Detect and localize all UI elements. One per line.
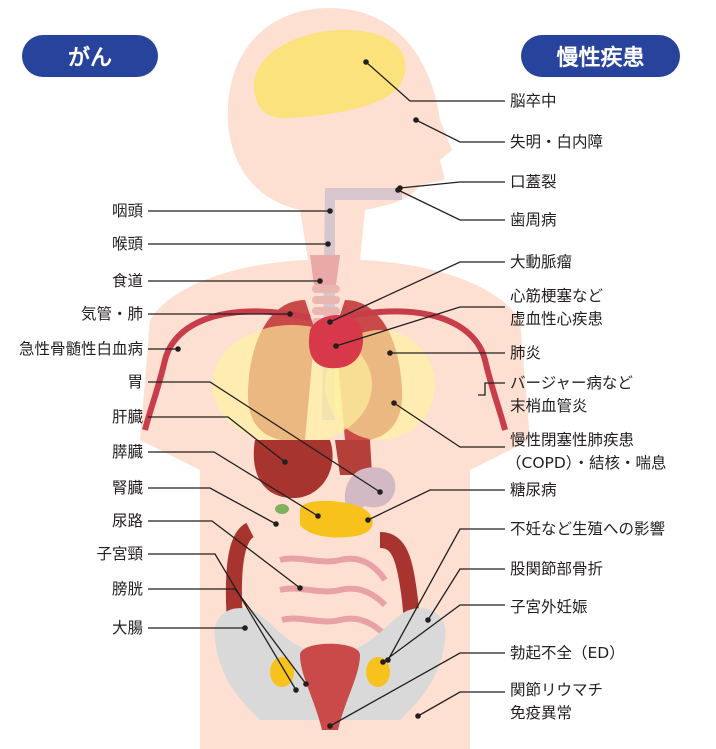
leader-dot — [380, 659, 386, 665]
leader-dot — [327, 208, 333, 214]
label-rheumatoid-arthritis: 関節リウマチ — [510, 680, 603, 700]
label-infertility: 不妊など生殖への影響 — [510, 519, 665, 539]
label-pharynx: 咽頭 — [112, 201, 143, 221]
label-peripheral-vasculitis: 末梢血管炎 — [510, 396, 588, 416]
leader-dot — [327, 723, 333, 729]
leader-dot — [273, 521, 279, 527]
leader-line — [394, 403, 505, 447]
leader-line — [478, 383, 505, 395]
leader-dot — [391, 400, 397, 406]
leader-line — [148, 382, 380, 492]
leader-dot — [297, 585, 303, 591]
label-bladder: 膀胱 — [112, 579, 143, 599]
leader-line — [368, 490, 505, 520]
leader-dot — [363, 59, 369, 65]
leader-dot — [333, 343, 339, 349]
leader-dot — [325, 241, 331, 247]
label-liver: 肝臓 — [112, 407, 143, 427]
label-hip-fracture: 股関節部骨折 — [510, 559, 603, 579]
label-pneumonia: 肺炎 — [510, 343, 541, 363]
leader-dot — [387, 350, 393, 356]
leader-dot — [175, 346, 181, 352]
label-copd-detail: （COPD）・結核・喘息 — [506, 453, 667, 473]
label-colon: 大腸 — [112, 618, 143, 638]
leader-dot — [315, 513, 321, 519]
leader-dot — [282, 459, 288, 465]
leader-line — [148, 554, 296, 690]
leader-dot — [415, 713, 421, 719]
leader-line — [148, 452, 318, 516]
label-urinary-tract: 尿路 — [112, 511, 143, 531]
label-myocardial-infarction: 心筋梗塞など — [510, 286, 603, 306]
leader-dot — [317, 278, 323, 284]
leader-dot — [395, 187, 401, 193]
leader-dot — [242, 625, 248, 631]
label-trachea-lung: 気管・肺 — [81, 304, 143, 324]
leader-dot — [413, 117, 419, 123]
leader-dot — [377, 489, 383, 495]
label-immune-disorder: 免疫異常 — [510, 703, 572, 723]
label-stroke: 脳卒中 — [510, 91, 557, 111]
label-blindness-cataract: 失明・白内障 — [510, 132, 603, 152]
leader-dot — [287, 311, 293, 317]
leader-line — [366, 62, 505, 101]
label-leukemia: 急性骨髄性白血病 — [19, 339, 143, 359]
leader-dot — [293, 687, 299, 693]
label-cleft-palate: 口蓋裂 — [510, 172, 557, 192]
leader-line — [336, 307, 505, 346]
label-buerger-disease: バージャー病など — [510, 373, 633, 393]
leader-line — [418, 692, 505, 716]
leader-line — [388, 529, 505, 660]
label-ectopic-pregnancy: 子宮外妊娠 — [510, 597, 588, 617]
label-cervix: 子宮頸 — [96, 544, 143, 564]
leader-line — [148, 488, 276, 524]
label-copd: 慢性閉塞性肺疾患 — [510, 430, 634, 450]
label-erectile-dysfunction: 勃起不全（ED） — [510, 643, 625, 663]
label-kidney: 腎臓 — [112, 478, 143, 498]
leader-dot — [303, 681, 309, 687]
label-pancreas: 膵臓 — [112, 442, 143, 462]
label-larynx: 喉頭 — [112, 234, 143, 254]
leader-line — [400, 182, 505, 188]
label-stomach: 胃 — [127, 372, 143, 392]
leader-line — [416, 120, 505, 142]
label-diabetes: 糖尿病 — [510, 480, 557, 500]
leader-line — [148, 417, 285, 462]
leader-line — [148, 589, 306, 684]
leader-line — [330, 262, 505, 322]
leader-dot — [365, 517, 371, 523]
leader-line — [428, 569, 505, 620]
leader-line — [398, 190, 505, 220]
leader-dot — [425, 617, 431, 623]
leader-dot — [385, 657, 391, 663]
label-ischemic-heart: 虚血性心疾患 — [510, 309, 603, 329]
leader-dot — [327, 319, 333, 325]
label-periodontal: 歯周病 — [510, 210, 557, 230]
label-aortic-aneurysm: 大動脈瘤 — [510, 252, 572, 272]
label-esophagus: 食道 — [112, 271, 143, 291]
